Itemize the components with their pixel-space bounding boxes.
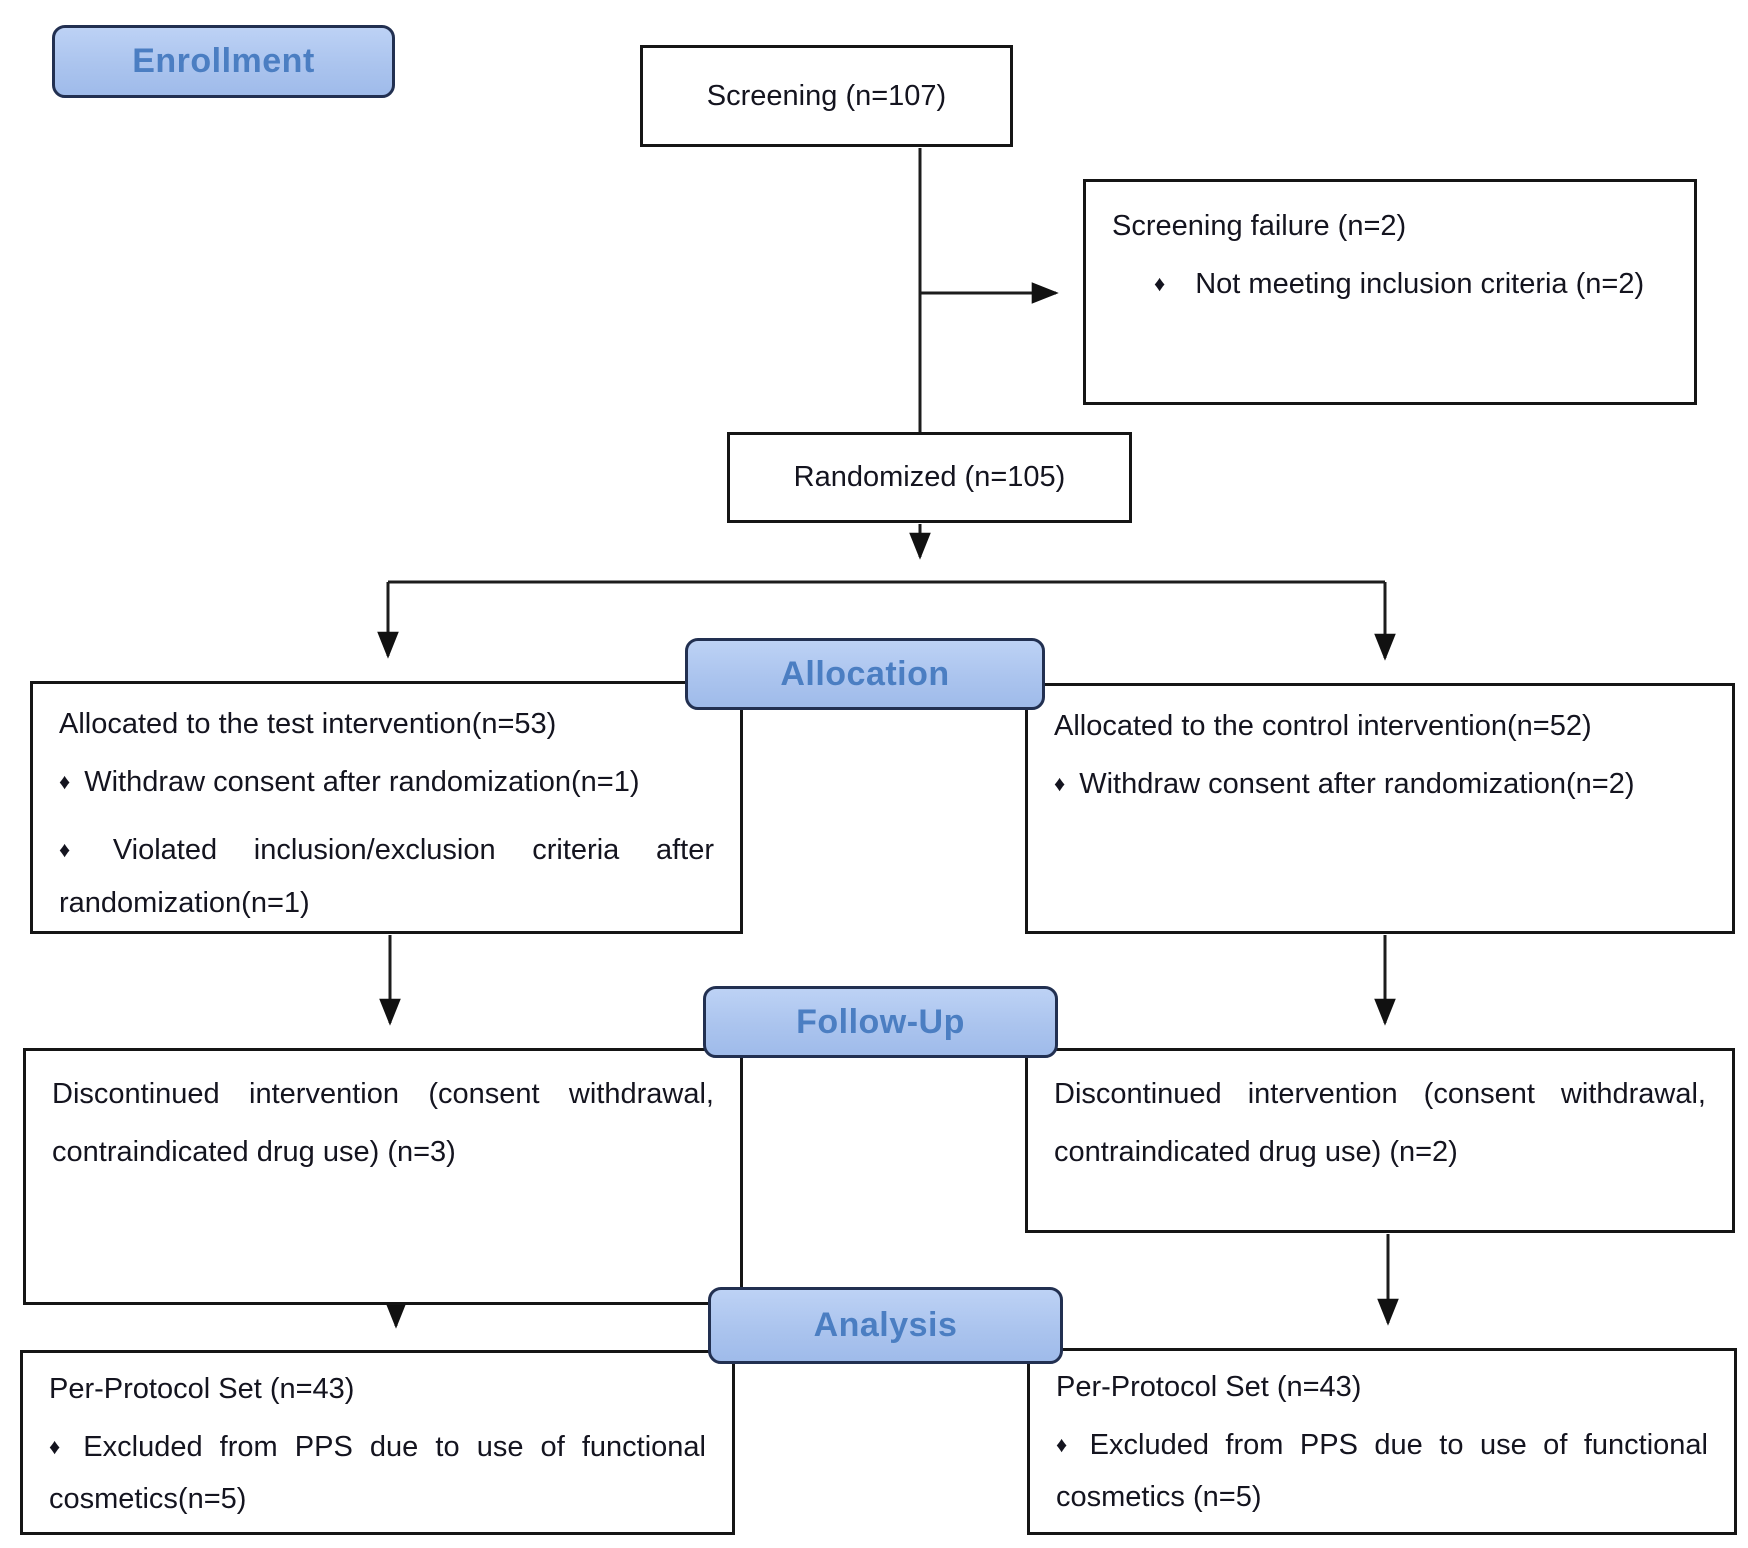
box-title: Per-Protocol Set (n=43): [1056, 1371, 1362, 1403]
randomized-box: Randomized (n=105): [727, 432, 1132, 523]
diamond-bullet-icon: ♦: [49, 1434, 70, 1460]
followup-badge: Follow-Up: [703, 986, 1058, 1058]
allocated-test-box: Allocated to the test intervention(n=53)…: [30, 681, 743, 934]
allocated-control-box: Allocated to the control intervention(n=…: [1025, 683, 1735, 934]
bullet-text: Withdraw consent after randomization(n=2…: [1079, 768, 1635, 801]
box-title: Allocated to the control intervention(n=…: [1054, 710, 1592, 742]
enrollment-badge: Enrollment: [52, 25, 395, 98]
box-title: Randomized (n=105): [793, 461, 1066, 494]
box-title: Per-Protocol Set (n=43): [49, 1373, 355, 1405]
analysis-badge: Analysis: [708, 1287, 1063, 1364]
discontinued-control-box: Discontinued intervention (consent withd…: [1025, 1048, 1735, 1233]
diamond-bullet-icon: ♦: [1056, 1432, 1076, 1458]
diamond-bullet-icon: ♦: [59, 837, 99, 863]
bullet-text: Not meeting inclusion criteria (n=2): [1195, 268, 1645, 301]
pps-test-box: Per-Protocol Set (n=43) ♦Excluded from P…: [20, 1350, 735, 1535]
allocation-badge: Allocation: [685, 638, 1045, 710]
diamond-bullet-icon: ♦: [1154, 271, 1166, 297]
bullet-item: ♦Violated inclusion/exclusion criteria a…: [59, 824, 714, 928]
box-text: Discontinued intervention (consent withd…: [1054, 1078, 1706, 1168]
bullet-text: Violated inclusion/exclusion criteria af…: [59, 834, 714, 919]
discontinued-test-box: Discontinued intervention (consent withd…: [23, 1048, 743, 1305]
bullet-item: ♦ Withdraw consent after randomization(n=…: [59, 756, 714, 808]
bullet-text: Withdraw consent after randomization(n=1…: [84, 766, 640, 799]
box-title: Screening (n=107): [706, 79, 947, 112]
bullet-text: Excluded from PPS due to use of function…: [49, 1431, 706, 1516]
bullet-item: ♦Excluded from PPS due to use of functio…: [1056, 1419, 1708, 1523]
diamond-bullet-icon: ♦: [59, 769, 71, 795]
diamond-bullet-icon: ♦: [1054, 771, 1066, 797]
box-title: Screening failure (n=2): [1112, 210, 1407, 242]
bullet-text: Excluded from PPS due to use of function…: [1056, 1429, 1708, 1514]
screening-box: Screening (n=107): [640, 45, 1013, 147]
screening-failure-box: Screening failure (n=2) ♦ Not meeting inc…: [1083, 179, 1697, 405]
box-text: Discontinued intervention (consent withd…: [52, 1078, 714, 1168]
bullet-item: ♦ Not meeting inclusion criteria (n=2): [1112, 258, 1668, 310]
bullet-item: ♦Excluded from PPS due to use of functio…: [49, 1421, 706, 1525]
bullet-item: ♦ Withdraw consent after randomization(n=…: [1054, 758, 1706, 810]
pps-control-box: Per-Protocol Set (n=43) ♦Excluded from P…: [1027, 1348, 1737, 1535]
box-title: Allocated to the test intervention(n=53): [59, 708, 557, 740]
